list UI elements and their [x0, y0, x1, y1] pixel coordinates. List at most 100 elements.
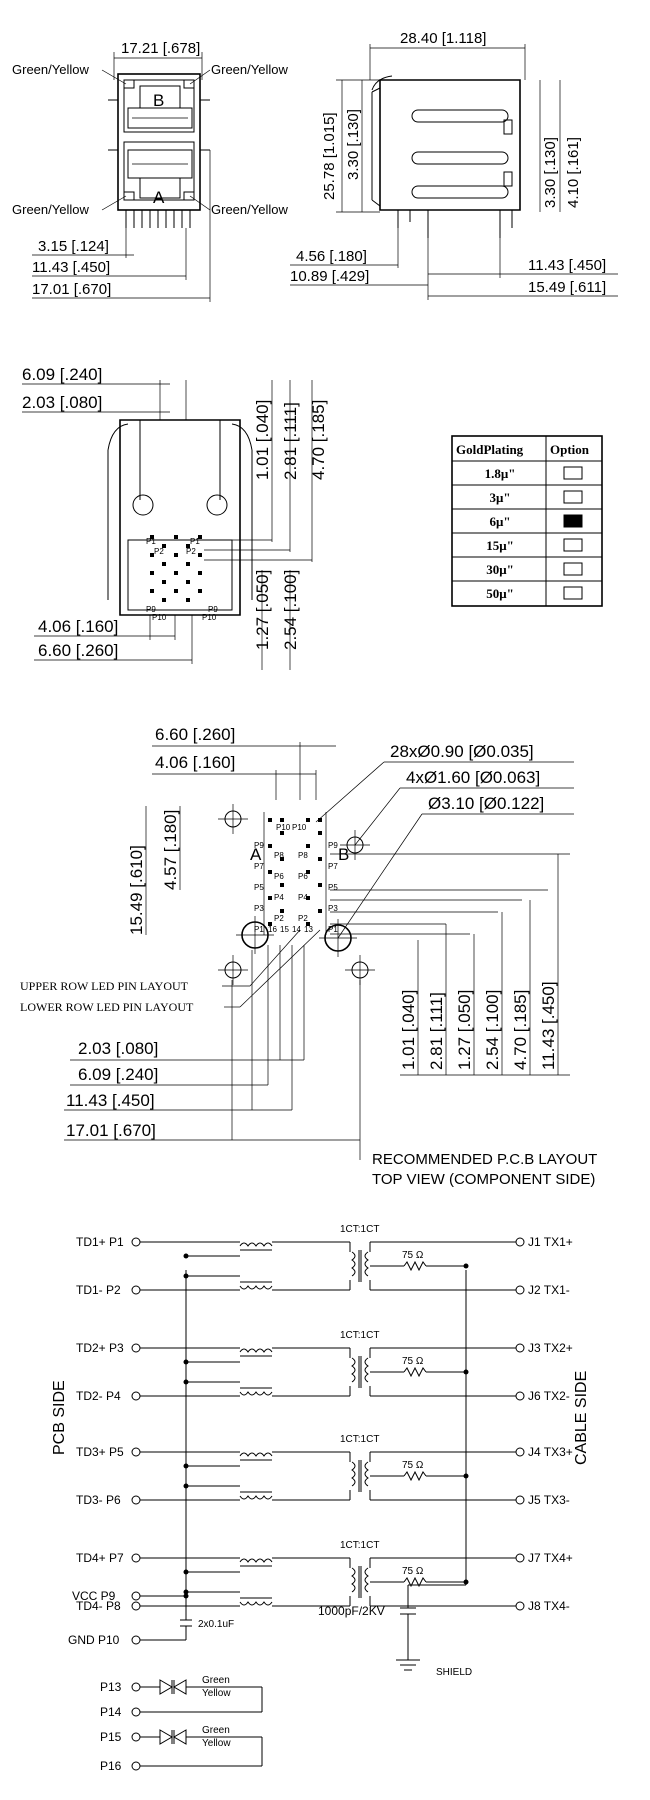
- pcb-pin-label-right: P5: [328, 883, 338, 892]
- pcb-pin: [306, 922, 310, 926]
- pcb-vdim-5: 11.43 [.450]: [539, 981, 558, 1070]
- bv-pin-p1-left: P1: [146, 537, 156, 546]
- pcb-pin-label-midr: P6: [298, 872, 308, 881]
- ohm-label: 75 Ω: [402, 1356, 424, 1367]
- pcb-pin: [318, 818, 322, 822]
- led-pin-p14: P14: [100, 1705, 122, 1719]
- ct-label: 1CT:1CT: [340, 1434, 379, 1445]
- pin-dot: [174, 571, 178, 575]
- pcb-layout: 6.60 [.260] 4.06 [.160] 28xØ0.90 [Ø0.035…: [20, 725, 597, 1188]
- pin-dot: [150, 535, 154, 539]
- option-checkbox[interactable]: [563, 466, 583, 480]
- pcb-pin: [268, 870, 272, 874]
- right-pin-label: J2 TX1-: [528, 1283, 570, 1297]
- left-pin-label: TD2- P4: [76, 1389, 121, 1403]
- plating-value: 3μ": [489, 490, 510, 505]
- pcb-dim-660: 6.60 [.260]: [155, 725, 235, 744]
- front-pins: [125, 210, 191, 228]
- pcb-caption-2: TOP VIEW (COMPONENT SIDE): [372, 1171, 595, 1188]
- left-pin-label: TD4- P8: [76, 1599, 121, 1613]
- front-dim-1701: 17.01 [.670]: [32, 281, 111, 298]
- ct-label: 1CT:1CT: [340, 1330, 379, 1341]
- pcb-right-dims: 1.01 [.040] 2.81 [.111] 1.27 [.050] 2.54…: [399, 854, 570, 1076]
- left-pin-label: TD4+ P7: [76, 1551, 124, 1565]
- ct-label: 1CT:1CT: [340, 1224, 379, 1235]
- right-pin-label: J7 TX4+: [528, 1551, 573, 1565]
- led-pin-p13: P13: [100, 1680, 122, 1694]
- bv-pin-p2-right: P2: [186, 547, 196, 556]
- led-pin-p16: P16: [100, 1759, 122, 1773]
- led-pin-p15: P15: [100, 1730, 122, 1744]
- pcb-pin-label-right: P3: [328, 904, 338, 913]
- pin-dot: [186, 580, 190, 584]
- plating-value: 15μ": [486, 538, 514, 553]
- led-label-bottom-right: Green/Yellow: [211, 202, 288, 217]
- left-pin-label: TD1+ P1: [76, 1235, 124, 1249]
- pcb-pin-label-right: P1: [328, 925, 338, 934]
- pcb-pin-label-bottom: 16: [268, 925, 277, 934]
- front-width-dim: 17.21 [.678]: [121, 40, 200, 57]
- option-checkbox[interactable]: [563, 514, 583, 528]
- pcb-pin-label-top: P10: [276, 823, 291, 832]
- plating-value: 30μ": [486, 562, 514, 577]
- pin-dot: [162, 598, 166, 602]
- side-height-dim: 25.78 [1.015]: [321, 112, 338, 200]
- pcb-port-a: A: [250, 845, 262, 864]
- pcb-pin-label-bottom: 14: [292, 925, 301, 934]
- bv-pin-p9-right: P9: [208, 605, 218, 614]
- front-dim-315: 3.15 [.124]: [38, 238, 109, 255]
- pcb-pin: [318, 909, 322, 913]
- side-dim-1143: 11.43 [.450]: [528, 257, 606, 274]
- led-label-bottom-left: Green/Yellow: [12, 202, 89, 217]
- hole-1-label: Ø3.10 [Ø0.122]: [428, 794, 544, 813]
- pcb-pin: [318, 883, 322, 887]
- mounting-crosshairs: [218, 804, 375, 985]
- pcb-hdim-2: 11.43 [.450]: [66, 1091, 155, 1110]
- right-pin-label: J3 TX2+: [528, 1341, 573, 1355]
- option-checkbox[interactable]: [563, 586, 583, 600]
- pin-dot: [186, 598, 190, 602]
- pin-dot: [162, 580, 166, 584]
- plating-value: 50μ": [486, 586, 514, 601]
- pcb-pin: [280, 831, 284, 835]
- pin-dot: [150, 553, 154, 557]
- option-checkbox[interactable]: [563, 538, 583, 552]
- bv-pin-p1-right: P1: [190, 537, 200, 546]
- bv-pin-p2-left: P2: [154, 547, 164, 556]
- pin-dot: [174, 553, 178, 557]
- pin-dot: [162, 544, 166, 548]
- pcb-pin-label-left: P7: [254, 862, 264, 871]
- side-dim-1089: 10.89 [.429]: [290, 268, 369, 285]
- side-dim-1549: 15.49 [.611]: [528, 279, 606, 296]
- table-header-option: Option: [550, 442, 590, 457]
- option-checkbox[interactable]: [563, 490, 583, 504]
- pcb-dim-457: 4.57 [.180]: [161, 810, 180, 890]
- pcb-pin: [280, 857, 284, 861]
- pcb-dim-406: 4.06 [.160]: [155, 753, 235, 772]
- option-checkbox[interactable]: [563, 562, 583, 576]
- pcb-caption-1: RECOMMENDED P.C.B LAYOUT: [372, 1151, 597, 1168]
- pcb-pin-label-left: P9: [254, 841, 264, 850]
- right-pin-label: J5 TX3-: [528, 1493, 570, 1507]
- ct-label: 1CT:1CT: [340, 1540, 379, 1551]
- pcb-pin-label-midl: P6: [274, 872, 284, 881]
- cap-small-label: 2x0.1uF: [198, 1619, 234, 1630]
- pcb-pin: [280, 909, 284, 913]
- pcb-pin-label-midr: P4: [298, 893, 308, 902]
- bottom-dim-101: 1.01 [.040]: [253, 400, 272, 480]
- right-pin-label: J1 TX1+: [528, 1235, 573, 1249]
- bottom-dim-470: 4.70 [.185]: [309, 400, 328, 480]
- right-pin-label: J6 TX2-: [528, 1389, 570, 1403]
- pin-dot: [198, 571, 202, 575]
- led2-green: Green: [202, 1725, 230, 1736]
- bottom-dim-406: 4.06 [.160]: [38, 617, 118, 636]
- pcb-vdim-3: 2.54 [.100]: [483, 990, 502, 1070]
- pcb-pin: [280, 883, 284, 887]
- pcb-pin-label-midr: P8: [298, 851, 308, 860]
- pcb-pin: [318, 857, 322, 861]
- pcb-pin-label-left: P3: [254, 904, 264, 913]
- pcb-pin-label-left: P1: [254, 925, 264, 934]
- pcb-pin: [268, 818, 272, 822]
- pin-dot: [150, 589, 154, 593]
- side-dim-410: 4.10 [.161]: [565, 137, 582, 208]
